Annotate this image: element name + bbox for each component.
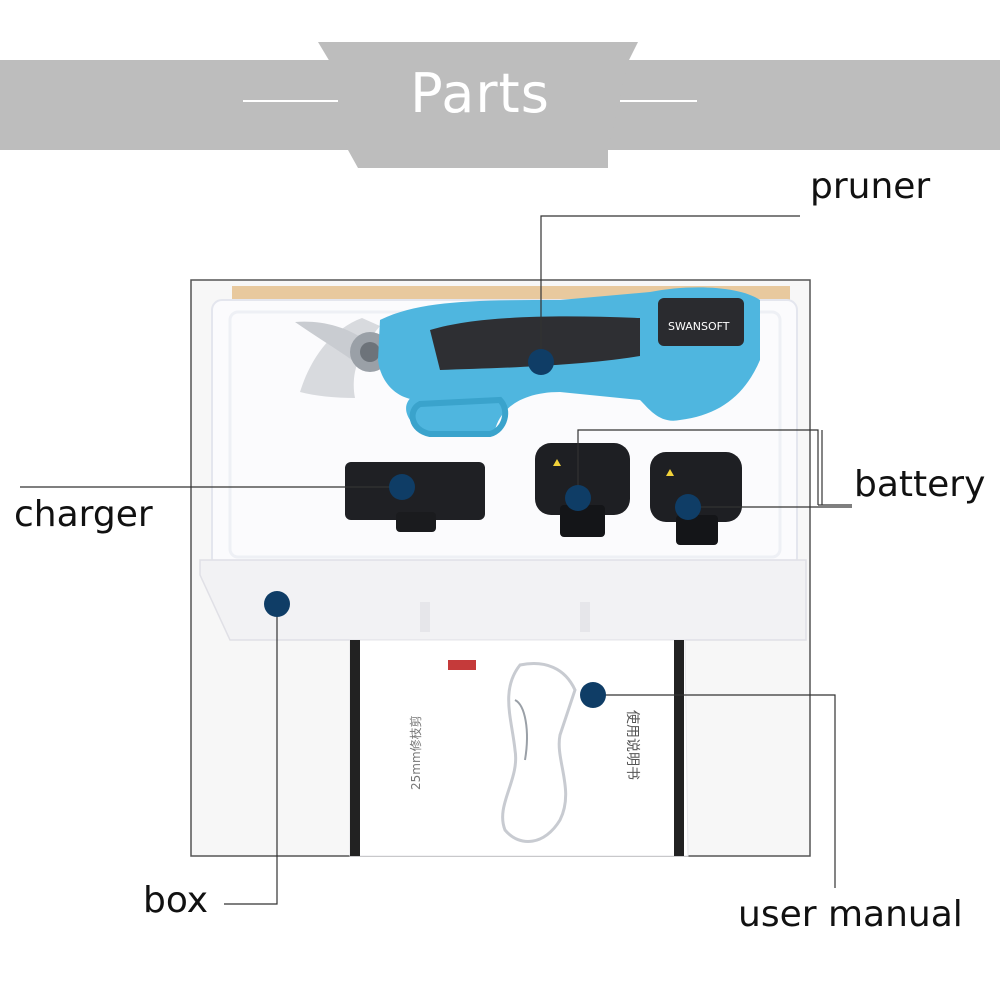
page-title: Parts (410, 62, 550, 125)
pruner-label: pruner (810, 166, 931, 207)
charger-label: charger (14, 494, 153, 535)
user-manual-image: 25mm修枝剪 使用说明书 (349, 639, 689, 857)
manual-title-text: 使用说明书 (624, 710, 641, 780)
battery-label: battery (854, 464, 986, 505)
parts-banner (0, 42, 1000, 168)
manual-spine-text: 25mm修枝剪 (408, 715, 423, 790)
charger-image (345, 462, 485, 532)
user-manual-label: user manual (738, 894, 963, 935)
box-label: box (143, 880, 209, 921)
box-image (199, 559, 807, 641)
pruner-brand-text: SWANSOFT (668, 320, 730, 333)
